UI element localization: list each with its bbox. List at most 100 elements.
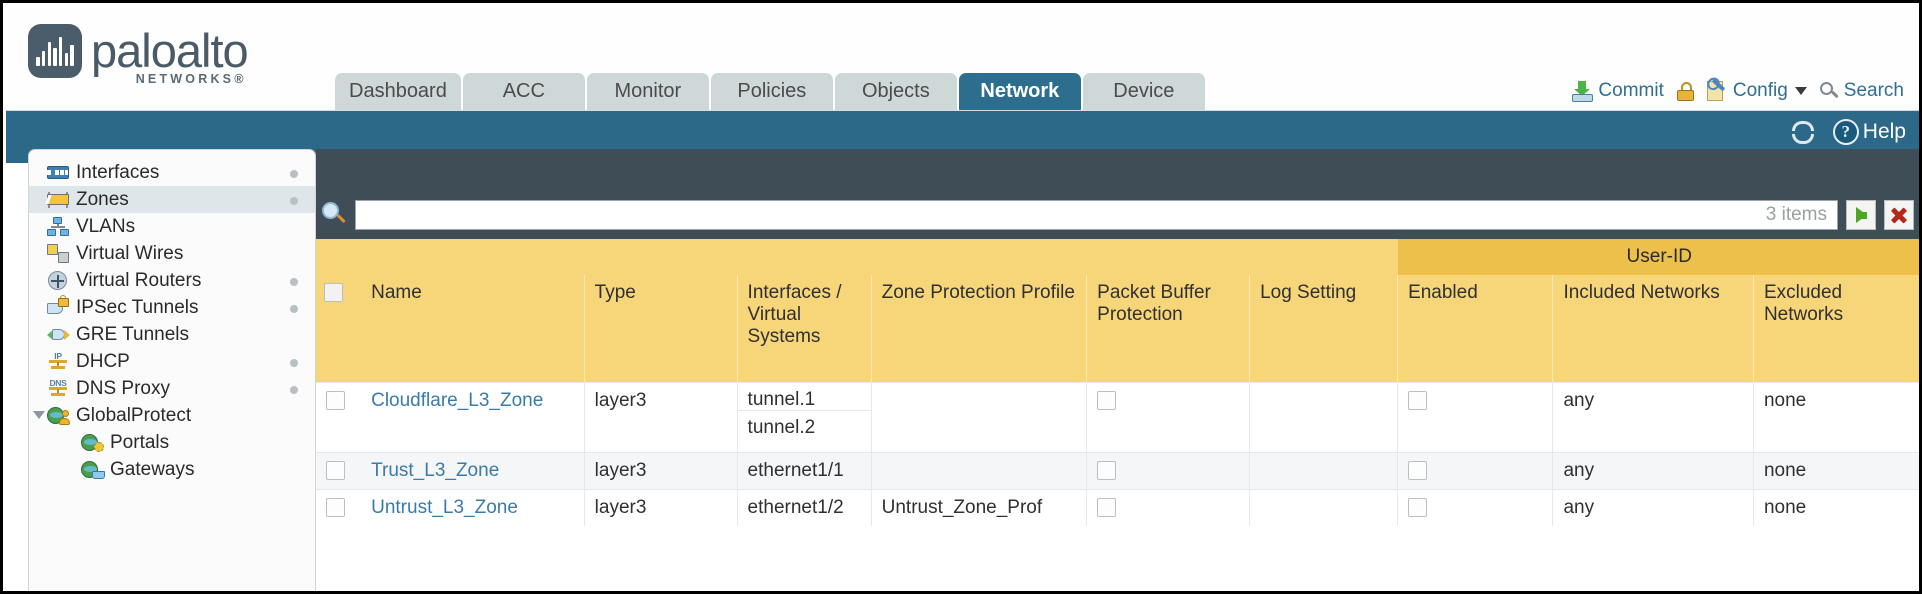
- sidebar-item-interfaces[interactable]: Interfaces: [29, 159, 315, 186]
- sidebar-item-vlans[interactable]: VLANs: [29, 213, 315, 240]
- sidebar-item-globalprotect[interactable]: GlobalProtect: [29, 402, 315, 429]
- green-arrow-icon: [1855, 207, 1867, 223]
- table-row[interactable]: Trust_L3_Zone layer3 ethernet1/1 any: [316, 451, 1919, 489]
- tab-network[interactable]: Network: [958, 73, 1081, 110]
- table-row[interactable]: Cloudflare_L3_Zone layer3 tunnel.1 tunne…: [316, 381, 1919, 452]
- sidebar-item-virtual-routers[interactable]: Virtual Routers: [29, 267, 315, 294]
- lock-button[interactable]: [1676, 81, 1694, 101]
- apply-filter-button[interactable]: [1846, 200, 1876, 230]
- config-dropdown[interactable]: Config: [1706, 78, 1807, 102]
- interfaces-icon: [47, 163, 69, 182]
- column-header-name[interactable]: Name: [361, 275, 585, 382]
- sidebar-item-zones[interactable]: Zones: [29, 186, 315, 213]
- tab-device[interactable]: Device: [1082, 73, 1205, 110]
- tab-dashboard[interactable]: Dashboard: [335, 73, 461, 110]
- column-header-enabled[interactable]: Enabled: [1397, 275, 1554, 382]
- cell-user-id-enabled: [1397, 488, 1554, 526]
- interface-item: tunnel.1: [747, 388, 816, 410]
- column-header-log-setting[interactable]: Log Setting: [1249, 275, 1399, 382]
- cell-name[interactable]: Untrust_L3_Zone: [361, 488, 585, 526]
- cell-log-setting: [1249, 451, 1399, 489]
- sidebar-item-gateways[interactable]: Gateways: [29, 456, 315, 483]
- tab-policies[interactable]: Policies: [710, 73, 833, 110]
- search-input[interactable]: 3 items: [355, 200, 1838, 230]
- cell-zone-protection-profile: Untrust_Zone_Prof: [871, 488, 1088, 526]
- gre-tunnels-icon: [47, 325, 70, 344]
- commit-download-icon: [1572, 80, 1594, 102]
- table-header-row: Name Type Interfaces / Virtual Systems Z…: [316, 275, 1919, 382]
- sidebar-item-dhcp[interactable]: IP DHCP: [29, 348, 315, 375]
- interface-list: tunnel.1 tunnel.2: [737, 383, 871, 445]
- cell-included-networks: any: [1552, 451, 1754, 489]
- ipsec-tunnels-icon: [47, 295, 69, 317]
- column-header-zone-protection-profile[interactable]: Zone Protection Profile: [871, 275, 1088, 382]
- column-header-packet-buffer-protection[interactable]: Packet Buffer Protection: [1086, 275, 1251, 382]
- cell-excluded-networks: none: [1753, 451, 1919, 489]
- column-header-excluded-networks[interactable]: Excluded Networks: [1753, 275, 1919, 382]
- zone-name-link[interactable]: Cloudflare_L3_Zone: [371, 389, 544, 411]
- tab-objects[interactable]: Objects: [834, 73, 957, 110]
- packet-buffer-protection-checkbox[interactable]: [1097, 390, 1117, 410]
- cell-user-id-enabled: [1397, 381, 1554, 452]
- sidebar-item-portals[interactable]: Portals: [29, 429, 315, 456]
- select-all-checkbox[interactable]: [324, 283, 343, 303]
- status-dot: [290, 305, 298, 313]
- row-checkbox[interactable]: [326, 460, 345, 480]
- clear-filter-button[interactable]: [1884, 200, 1914, 230]
- zone-name-link[interactable]: Untrust_L3_Zone: [371, 496, 518, 518]
- expander-triangle-icon[interactable]: [33, 411, 45, 419]
- config-label: Config: [1732, 80, 1788, 101]
- sidebar-label-zones: Zones: [76, 188, 129, 210]
- select-all-header: [316, 275, 362, 382]
- user-id-enabled-checkbox[interactable]: [1408, 390, 1428, 410]
- paloalto-logo-icon: [28, 24, 82, 78]
- sidebar-item-ipsec-tunnels[interactable]: IPSec Tunnels: [29, 294, 315, 321]
- cell-interfaces: tunnel.1 tunnel.2: [737, 381, 872, 452]
- cell-name[interactable]: Trust_L3_Zone: [361, 451, 585, 489]
- dns-proxy-icon: DNS: [47, 378, 69, 398]
- status-dot: [290, 197, 298, 205]
- filter-bar: 3 items: [316, 194, 1919, 236]
- help-button[interactable]: ? Help: [1832, 119, 1906, 145]
- column-header-interfaces[interactable]: Interfaces / Virtual Systems: [737, 275, 872, 382]
- gateways-icon: [81, 460, 105, 479]
- row-checkbox[interactable]: [326, 497, 345, 517]
- row-select-cell: [316, 488, 362, 526]
- row-checkbox[interactable]: [326, 390, 345, 410]
- cell-interfaces: ethernet1/2: [737, 488, 872, 526]
- user-id-enabled-checkbox[interactable]: [1408, 497, 1428, 517]
- sidebar-label-dns-proxy: DNS Proxy: [76, 377, 170, 399]
- commit-button[interactable]: Commit: [1572, 80, 1664, 102]
- sidebar-item-gre-tunnels[interactable]: GRE Tunnels: [29, 321, 315, 348]
- brand-wordmark: paloalto NETWORKS®: [91, 27, 249, 87]
- dhcp-icon: IP: [47, 351, 69, 371]
- group-header-user-id: User-ID: [1397, 239, 1919, 275]
- column-header-type[interactable]: Type: [584, 275, 738, 382]
- table-row[interactable]: Untrust_L3_Zone layer3 ethernet1/2 Untru…: [316, 488, 1919, 526]
- sidebar-label-gateways: Gateways: [110, 458, 195, 480]
- sidebar-label-portals: Portals: [110, 431, 170, 453]
- status-dot: [290, 278, 298, 286]
- sidebar-item-virtual-wires[interactable]: Virtual Wires: [29, 240, 315, 267]
- refresh-icon[interactable]: [1790, 120, 1817, 145]
- globalprotect-icon: [47, 406, 70, 425]
- zones-content-panel: 3 items User-ID: [316, 149, 1919, 591]
- status-dot: [290, 386, 298, 394]
- main-nav-tabs: Dashboard ACC Monitor Policies Objects N…: [335, 73, 1205, 110]
- help-question-icon: ?: [1832, 119, 1859, 145]
- search-magnifier-icon[interactable]: [321, 202, 347, 228]
- brand-logo[interactable]: paloalto NETWORKS®: [28, 24, 249, 87]
- cell-name[interactable]: Cloudflare_L3_Zone: [361, 381, 585, 452]
- packet-buffer-protection-checkbox[interactable]: [1097, 460, 1117, 480]
- tab-acc[interactable]: ACC: [462, 73, 585, 110]
- cell-log-setting: [1249, 381, 1399, 452]
- user-id-enabled-checkbox[interactable]: [1408, 460, 1428, 480]
- red-x-icon: [1890, 206, 1908, 224]
- sidebar-item-dns-proxy[interactable]: DNS DNS Proxy: [29, 375, 315, 402]
- packet-buffer-protection-checkbox[interactable]: [1097, 497, 1117, 517]
- search-button[interactable]: Search: [1819, 80, 1904, 102]
- column-header-included-networks[interactable]: Included Networks: [1552, 275, 1754, 382]
- tab-monitor[interactable]: Monitor: [586, 73, 709, 110]
- zone-name-link[interactable]: Trust_L3_Zone: [371, 459, 500, 481]
